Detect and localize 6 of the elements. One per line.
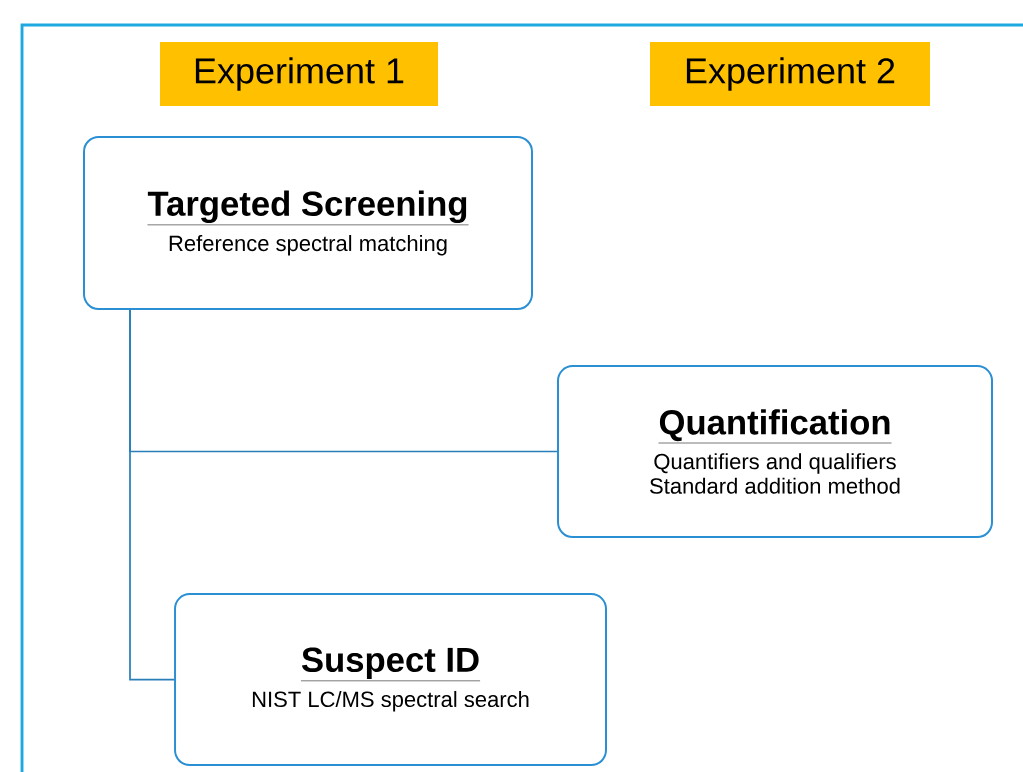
connector-line <box>129 309 175 681</box>
process-box: Quantification Quantifiers and qualifiers Standard addition method <box>557 365 993 538</box>
heading-label: Experiment 2 <box>650 42 930 106</box>
process-box: Suspect ID NIST LC/MS spectral search <box>174 593 607 766</box>
heading-label: Experiment 1 <box>160 42 438 106</box>
process-box: Targeted Screening Reference spectral matching <box>83 136 533 310</box>
